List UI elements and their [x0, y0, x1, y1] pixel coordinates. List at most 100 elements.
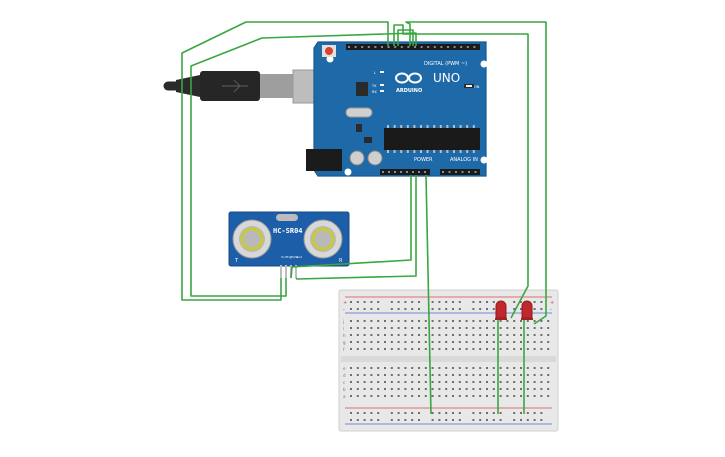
- sensor-pin-gnd: [295, 265, 297, 278]
- chip-pin: [400, 150, 403, 153]
- breadboard-hole: [520, 301, 522, 303]
- wire-led2-signal[interactable]: [405, 21, 547, 325]
- breadboard-hole: [418, 388, 420, 390]
- breadboard-hole: [350, 367, 352, 369]
- breadboard-hole: [540, 334, 543, 336]
- breadboard-hole: [513, 395, 516, 397]
- breadboard-hole: [363, 348, 366, 350]
- reset-button-cap[interactable]: [325, 47, 333, 55]
- breadboard-hole: [486, 348, 488, 350]
- breadboard-hole: [445, 419, 448, 421]
- header-pin-hole: [424, 171, 426, 173]
- hc-sr04-sensor[interactable]: HC-SR04 T R Vcc Trig Echo Gnd: [228, 211, 350, 278]
- breadboard-hole: [540, 419, 543, 421]
- breadboard-hole: [438, 367, 441, 369]
- breadboard-hole: [377, 301, 380, 303]
- breadboard-hole: [452, 308, 454, 310]
- digital-header[interactable]: [346, 44, 480, 50]
- breadboard-hole: [479, 301, 482, 303]
- breadboard-hole: [533, 348, 536, 350]
- breadboard-hole: [499, 320, 502, 322]
- breadboard-hole: [438, 320, 441, 322]
- sensor-pin-label: Trig: [285, 255, 291, 259]
- breadboard-hole: [520, 412, 522, 414]
- chip-pin: [387, 125, 389, 128]
- breadboard-hole: [479, 395, 482, 397]
- breadboard-hole: [452, 348, 454, 350]
- breadboard-hole: [520, 367, 522, 369]
- row-letter: i: [343, 326, 344, 331]
- breadboard-hole: [384, 327, 386, 329]
- breadboard-hole: [472, 412, 475, 414]
- led-2[interactable]: [521, 300, 533, 320]
- breadboard-hole: [404, 348, 407, 350]
- breadboard-hole: [513, 419, 516, 421]
- breadboard-hole: [377, 395, 380, 397]
- analog-header[interactable]: [440, 169, 480, 175]
- chip-pin: [413, 150, 416, 153]
- breadboard-hole: [452, 395, 454, 397]
- arduino-uno-board[interactable]: DIGITAL (PWM ~) UNO ARDUINO POWER ANALOG…: [306, 41, 488, 177]
- breadboard-hole: [465, 327, 468, 329]
- wire-trig[interactable]: [181, 21, 389, 301]
- breadboard-hole: [356, 327, 359, 329]
- breadboard-hole: [458, 341, 461, 343]
- breadboard-hole: [472, 367, 475, 369]
- breadboard-hole: [350, 395, 352, 397]
- wire-echo[interactable]: [190, 32, 417, 297]
- chip-pin: [393, 150, 396, 153]
- breadboard-hole: [363, 301, 366, 303]
- breadboard-hole: [465, 341, 468, 343]
- breadboard-holes[interactable]: [350, 301, 550, 421]
- row-letter: a: [343, 394, 346, 399]
- breadboard-hole: [547, 367, 550, 369]
- breadboard-hole: [431, 388, 434, 390]
- breadboard-hole: [445, 301, 448, 303]
- header-pin-hole: [407, 46, 410, 48]
- mounting-hole: [326, 55, 334, 63]
- breadboard-hole: [486, 341, 488, 343]
- breadboard-hole: [540, 327, 543, 329]
- breadboard-hole: [486, 412, 488, 414]
- breadboard-hole: [397, 388, 400, 390]
- wires[interactable]: [181, 21, 547, 415]
- breadboard-hole: [499, 367, 502, 369]
- breadboard-hole: [458, 388, 461, 390]
- breadboard-hole: [418, 381, 420, 383]
- usb-cable[interactable]: [163, 69, 338, 104]
- breadboard-hole: [438, 327, 441, 329]
- header-pin-hole: [455, 171, 457, 173]
- wire-gnd-sensor[interactable]: [295, 175, 417, 280]
- breadboard[interactable]: + - + - j i h g f e d c b a: [338, 289, 559, 432]
- wire-gnd-breadboard[interactable]: [425, 174, 432, 415]
- breadboard-hole: [350, 301, 352, 303]
- power-header[interactable]: [380, 169, 430, 175]
- breadboard-hole: [356, 348, 359, 350]
- wire-vcc[interactable]: [290, 175, 412, 279]
- sensor-model-label: HC-SR04: [273, 227, 303, 235]
- breadboard-hole: [479, 381, 482, 383]
- header-pin-hole: [367, 46, 370, 48]
- usb-chip: [356, 82, 368, 96]
- breadboard-hole: [479, 334, 482, 336]
- breadboard-hole: [458, 308, 461, 310]
- led-1[interactable]: [495, 300, 507, 320]
- breadboard-hole: [540, 320, 543, 322]
- breadboard-hole: [526, 327, 529, 329]
- wire-jumper[interactable]: [397, 29, 414, 46]
- breadboard-hole: [526, 395, 529, 397]
- chip-pin: [472, 150, 475, 153]
- breadboard-hole: [411, 308, 414, 310]
- header-pin-hole: [400, 171, 402, 173]
- breadboard-hole: [350, 381, 352, 383]
- breadboard-hole: [499, 374, 502, 376]
- led-tx-indicator: [380, 84, 384, 86]
- rail-sign-plus: +: [343, 300, 347, 306]
- breadboard-hole: [363, 395, 366, 397]
- breadboard-hole: [499, 388, 502, 390]
- breadboard-hole: [431, 301, 434, 303]
- breadboard-hole: [506, 395, 509, 397]
- breadboard-hole: [431, 348, 434, 350]
- breadboard-hole: [350, 412, 352, 414]
- breadboard-hole: [431, 367, 434, 369]
